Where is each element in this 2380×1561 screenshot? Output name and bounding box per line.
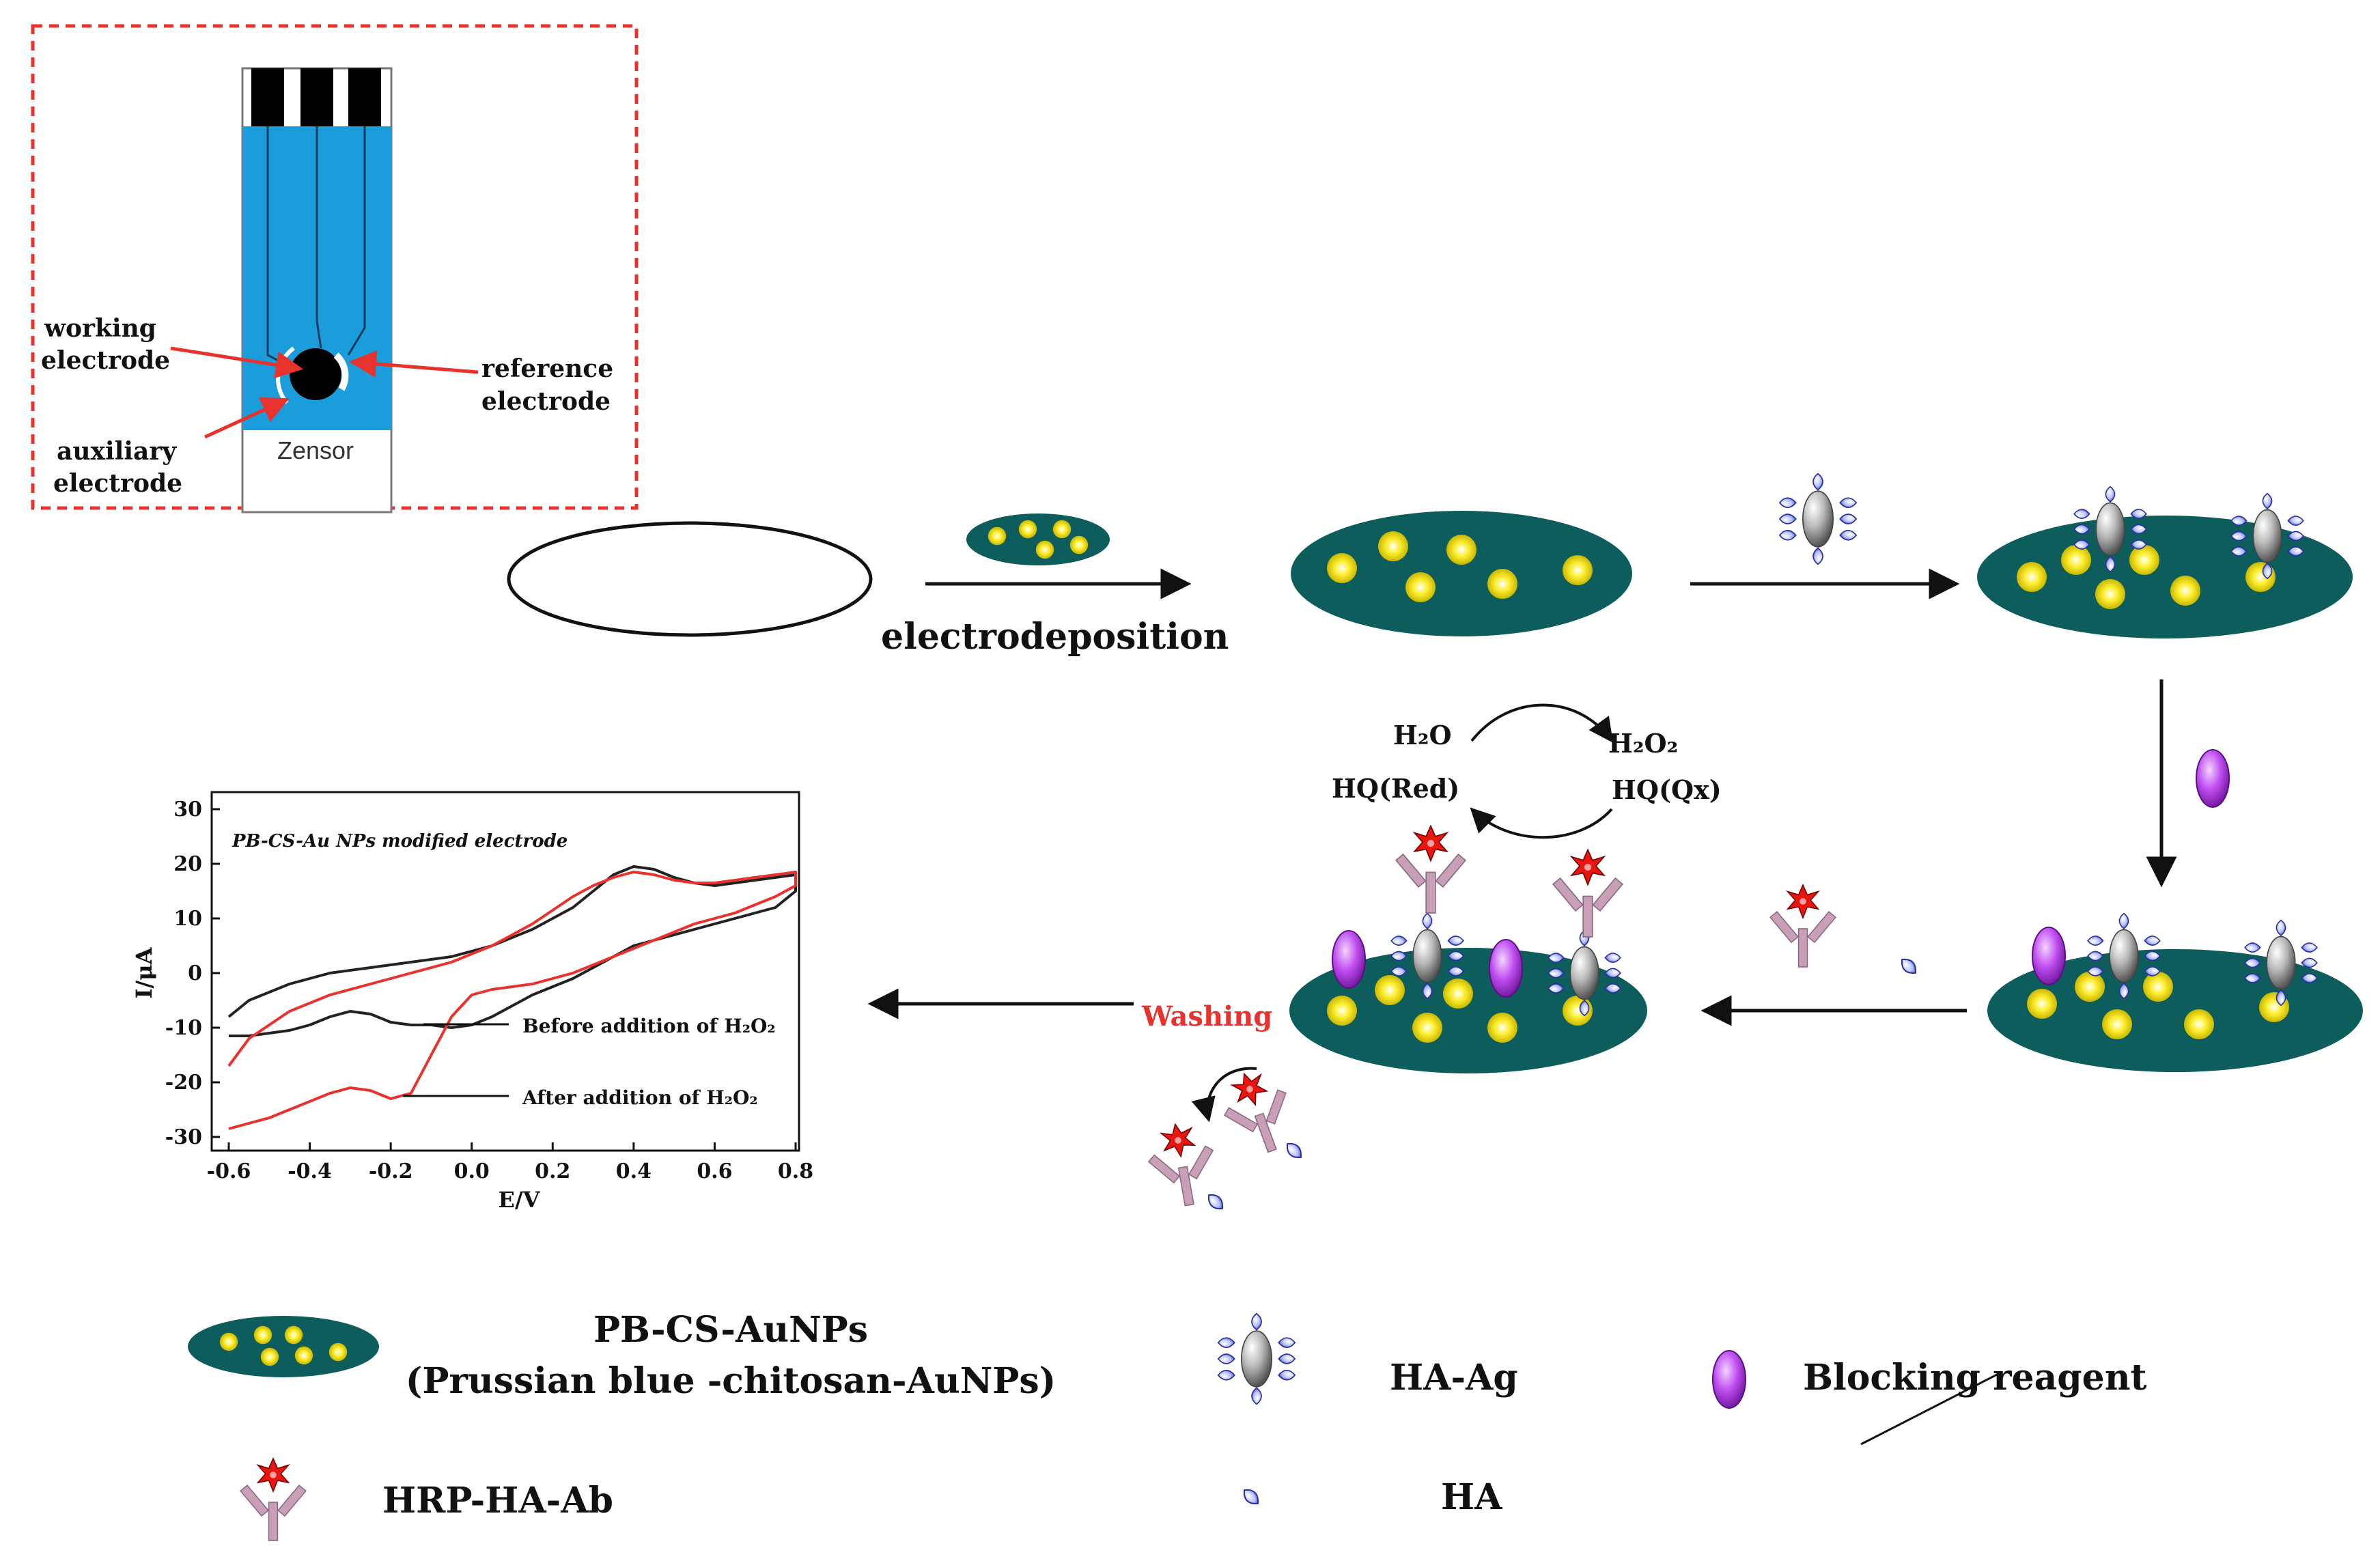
blocking-reagent-step xyxy=(2196,749,2230,808)
chart-frame xyxy=(210,791,800,1152)
blocked-electrode xyxy=(1987,914,2363,1072)
electrodeposition-label: electrodeposition xyxy=(881,616,1229,658)
legend-pbcs-name: PB-CS-AuNPs xyxy=(593,1309,868,1351)
legend-pbcs-full: (Prussian blue -chitosan-AuNPs) xyxy=(406,1360,1056,1402)
y-tick-label: 10 xyxy=(173,907,202,931)
redox-cycle: H₂O H₂O₂ HQ(Red) HQ(Qx) xyxy=(1332,703,1722,839)
y-tick-label: 30 xyxy=(173,798,202,821)
series-before-h2o2 xyxy=(227,865,797,1037)
hrp-ha-ab-step xyxy=(1770,885,1836,967)
legend: PB-CS-AuNPs (Prussian blue -chitosan-AuN… xyxy=(188,1309,2147,1541)
legend-blocking-icon xyxy=(1712,1350,1746,1409)
y-tick-label: 20 xyxy=(173,852,202,876)
working-electrode-label: working xyxy=(44,314,156,343)
chart-ticks: -0.6 -0.4 -0.2 0.0 0.2 0.4 0.6 0.8 30 20 10 0 -10 -20… xyxy=(165,798,813,1183)
legend-ha: HA xyxy=(1441,1476,1502,1518)
y-axis-label: I/μA xyxy=(131,946,157,998)
x-tick-label: 0.4 xyxy=(616,1159,652,1183)
legend-pointer-line xyxy=(1860,1371,2002,1446)
pbcs-small-disk xyxy=(966,514,1110,565)
electrode-inset: Zensor working electrode reference elect… xyxy=(31,24,639,514)
reference-electrode-label-2: electrode xyxy=(481,387,611,416)
ha-ag-immobilized-electrode xyxy=(1977,487,2353,638)
chart-series xyxy=(227,865,797,1130)
y-tick-label: -20 xyxy=(165,1071,202,1095)
working-electrode-label-2: electrode xyxy=(41,346,170,375)
series-after-h2o2 xyxy=(227,871,797,1130)
legend-ha-ag-icon xyxy=(1218,1314,1295,1405)
washed-away-antibodies xyxy=(1143,1063,1306,1213)
chart-title: PB-CS-Au NPs modified electrode xyxy=(232,831,568,852)
immunosensor-electrode xyxy=(1289,826,1647,1073)
cv-chart: PB-CS-Au NPs modified electrode -0.6 -0.4… xyxy=(131,791,813,1213)
bare-electrode xyxy=(507,521,873,637)
x-tick-label: -0.4 xyxy=(288,1159,332,1183)
screen-printed-electrode: Zensor xyxy=(241,67,393,514)
y-tick-label: 0 xyxy=(188,961,202,985)
h2o2-label: H₂O₂ xyxy=(1608,728,1678,759)
legend-hrp: HRP-HA-Ab xyxy=(382,1480,613,1521)
pbcs-modified-electrode xyxy=(1291,511,1632,636)
ha-ag-reagent xyxy=(1780,474,1856,565)
legend-before: Before addition of H₂O₂ xyxy=(522,1015,776,1037)
x-tick-label: -0.2 xyxy=(369,1159,413,1183)
auxiliary-electrode-label: auxiliary xyxy=(57,437,177,466)
brand-label: Zensor xyxy=(277,436,354,464)
legend-pbcs-icon xyxy=(188,1316,379,1377)
hq-ox-label: HQ(Qx) xyxy=(1612,774,1722,805)
washing-label: Washing xyxy=(1141,1000,1272,1032)
x-tick-label: 0.6 xyxy=(697,1159,732,1183)
h2o-label: H₂O xyxy=(1393,720,1452,750)
legend-hrp-icon xyxy=(240,1459,306,1541)
legend-blocking: Blocking reagent xyxy=(1803,1357,2147,1398)
hq-red-label: HQ(Red) xyxy=(1332,773,1459,804)
y-tick-label: -10 xyxy=(165,1016,202,1040)
ha-free-step xyxy=(1897,955,1920,978)
x-tick-label: -0.6 xyxy=(207,1159,251,1183)
x-axis-label: E/V xyxy=(499,1187,541,1213)
legend-ha-ag: HA-Ag xyxy=(1390,1357,1518,1398)
x-tick-label: 0.0 xyxy=(454,1159,490,1183)
reference-electrode-label: reference xyxy=(481,354,613,383)
y-tick-label: -30 xyxy=(165,1125,202,1149)
x-tick-label: 0.8 xyxy=(778,1159,813,1183)
x-tick-label: 0.2 xyxy=(535,1159,570,1183)
auxiliary-electrode-label-2: electrode xyxy=(53,469,182,498)
legend-after: After addition of H₂O₂ xyxy=(522,1086,758,1109)
legend-ha-icon xyxy=(1240,1485,1263,1508)
